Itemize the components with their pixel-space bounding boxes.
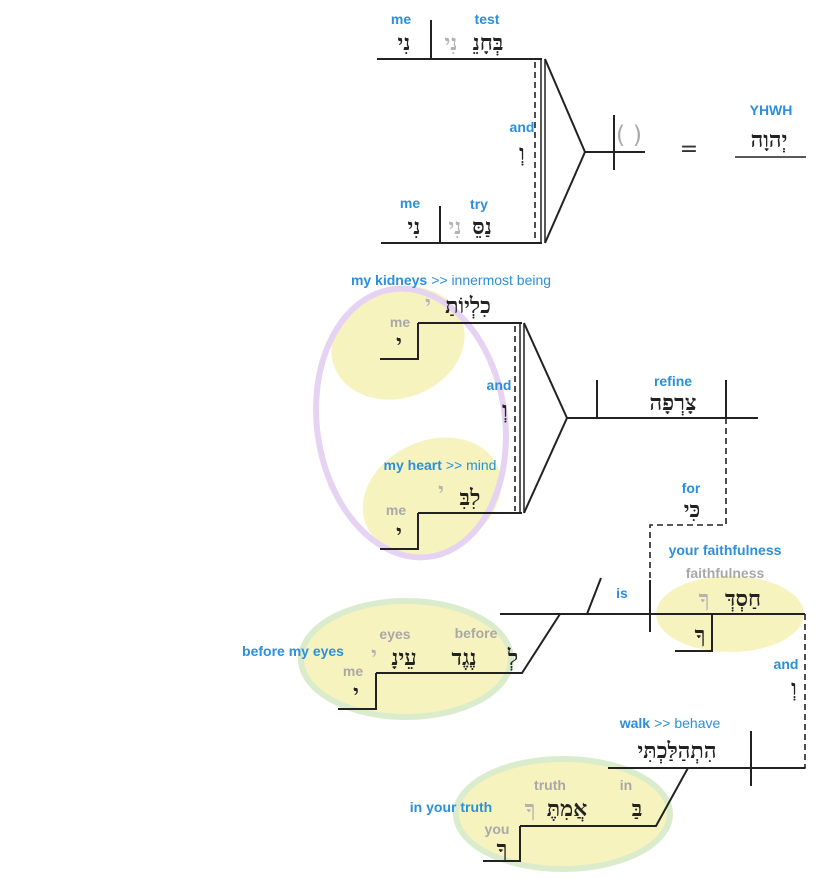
- try-suffix-ghost: נִי: [449, 214, 462, 240]
- test-gloss: test: [475, 11, 500, 27]
- me-gloss-1: me: [391, 11, 411, 27]
- test-verb: בְּחָנֵ: [473, 30, 504, 56]
- truth-step: [483, 826, 521, 862]
- yhwh-word: יְהוָה: [751, 127, 788, 153]
- is-gloss: is: [616, 585, 628, 601]
- truth-you-suffix: ךָ: [497, 836, 508, 862]
- eyes-highlight: [298, 598, 514, 720]
- heart-word: לִבִּ: [460, 485, 481, 511]
- clause-2: my kidneys>> innermost being י כִלְיוֹתַ…: [351, 272, 758, 550]
- kidneys-me-suffix: י: [396, 330, 402, 356]
- try-verb: נַסֵּ: [472, 214, 492, 240]
- me-suffix-2: נִי: [408, 214, 421, 240]
- heart-step: [380, 513, 419, 550]
- and-gloss-1: and: [510, 119, 535, 135]
- clause-3: for כִּי is your faithfulness faithfulne…: [242, 418, 805, 710]
- in-word: בַּ: [632, 796, 643, 822]
- truth-suffix-ghost: ךָ: [525, 796, 536, 822]
- refine-gloss: refine: [654, 373, 692, 389]
- kidneys-word: כִלְיוֹתַ: [445, 293, 491, 319]
- and-word-2: וְ: [502, 397, 508, 423]
- in-your-truth-gloss: in your truth: [410, 799, 492, 815]
- me-gloss-2: me: [400, 195, 420, 211]
- kidneys-gloss: my kidneys>> innermost being: [351, 272, 551, 288]
- kidneys-suffix-ghost: י: [425, 291, 431, 317]
- kidneys-step: [380, 323, 419, 360]
- in-gray-gloss: in: [620, 777, 632, 793]
- before-gray-gloss: before: [455, 625, 498, 641]
- eyes-step: [338, 673, 377, 710]
- me-suffix-1: נִי: [398, 30, 411, 56]
- predicate-slant: [586, 577, 602, 615]
- heart-suffix-ghost: י: [438, 478, 444, 504]
- truth-word: אֲמִתֶּ: [547, 796, 588, 822]
- faithfulness-gloss: your faithfulness: [669, 542, 782, 558]
- and-gloss-2: and: [487, 377, 512, 393]
- faithfulness-you-suffix: ךָ: [695, 622, 706, 648]
- truth-gray-gloss: truth: [534, 777, 566, 793]
- kidneys-heart-outline: [313, 285, 509, 561]
- and-word-4: וְ: [791, 675, 797, 701]
- try-gloss: try: [470, 196, 488, 212]
- heart-me-gloss: me: [386, 502, 406, 518]
- heart-me-suffix: י: [396, 520, 402, 546]
- walk-verb: הִתְהַלַּכְתִּי: [638, 738, 717, 764]
- heart-highlight: [362, 437, 502, 555]
- clause-4: and וְ walk>> behave הִתְהַלַּכְתִּי in …: [410, 614, 806, 862]
- for-word: כִּי: [684, 497, 701, 523]
- for-gloss: for: [682, 480, 701, 496]
- yhwh-gloss: YHWH: [750, 102, 793, 118]
- prep-word: לְ: [507, 645, 518, 671]
- faithfulness-step: [675, 614, 713, 652]
- fork-upper-2: [523, 322, 568, 419]
- before-line: [376, 613, 561, 674]
- and-word-1: וְ: [519, 140, 525, 166]
- heart-gloss: my heart>> mind: [384, 457, 497, 473]
- test-suffix-ghost: נִי: [445, 30, 458, 56]
- fork-upper-1: [544, 58, 586, 153]
- and-gloss-4: and: [774, 656, 799, 672]
- refine-verb: צָרְפָה: [650, 390, 697, 416]
- highlight-layer: [298, 285, 804, 872]
- faithfulness-gray-gloss: faithfulness: [686, 565, 765, 581]
- before-my-eyes-gloss: before my eyes: [242, 643, 344, 659]
- eyes-suffix-ghost: י: [371, 642, 377, 668]
- faithfulness-suffix-ghost: ךָ: [699, 586, 710, 612]
- eyes-me-gray-gloss: me: [343, 663, 363, 679]
- truth-highlight: [453, 756, 673, 872]
- kidneys-me-gloss: me: [390, 314, 410, 330]
- eyes-word: עֵינָ: [391, 645, 416, 671]
- you-gray-gloss: you: [485, 821, 510, 837]
- in-line: [520, 767, 689, 827]
- walk-gloss: walk>> behave: [619, 715, 721, 731]
- eyes-me-suffix: י: [353, 680, 359, 706]
- eyes-gray-gloss: eyes: [379, 626, 410, 642]
- before-word: נֶגֶד: [452, 645, 477, 671]
- faithfulness-word: חַסְדְּ: [725, 586, 761, 612]
- clause-1: me נִי test נִי בְּחָנֵ me נִי try נִי נ…: [377, 11, 806, 244]
- for-connector: [649, 418, 727, 614]
- kidneys-highlight: [331, 286, 465, 400]
- fork-lower-1: [544, 151, 586, 244]
- subject-parens: ( ): [616, 121, 642, 149]
- fork-lower-2: [523, 417, 568, 514]
- equals-sign: =: [680, 137, 698, 162]
